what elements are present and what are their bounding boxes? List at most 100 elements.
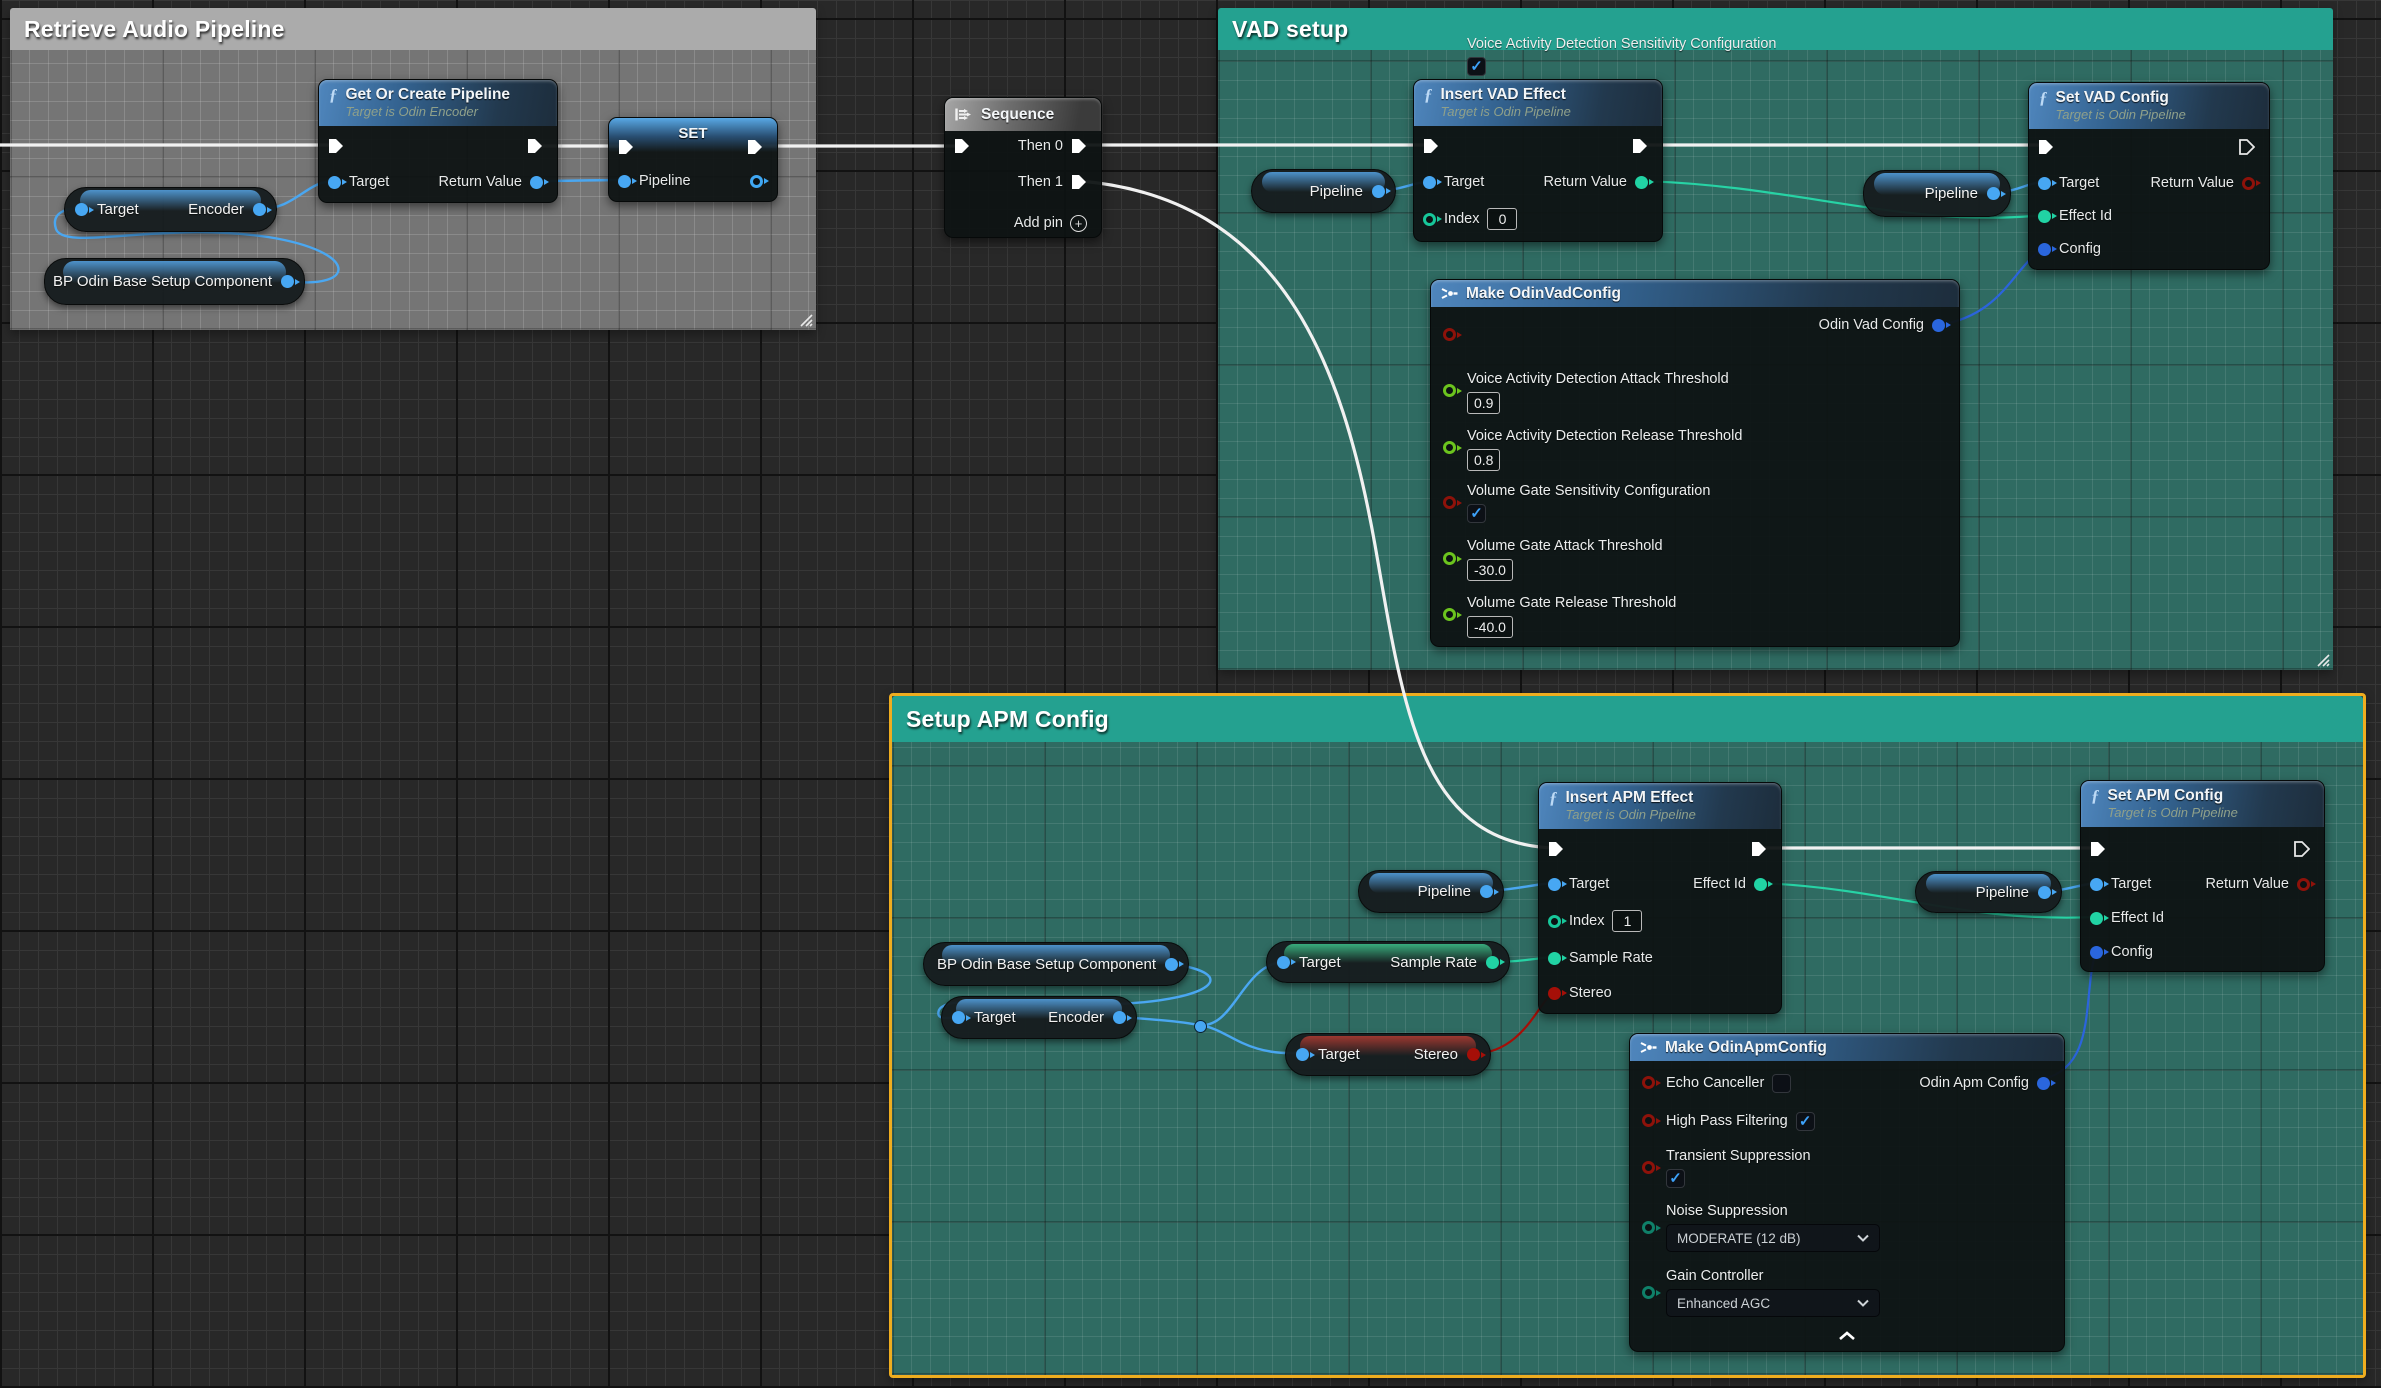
pipeline-in-pin[interactable]: [618, 174, 637, 188]
pill-target-encoder-retrieve[interactable]: Target Encoder: [64, 187, 277, 232]
target-pin[interactable]: [328, 175, 347, 189]
exec-in-pin[interactable]: [2038, 138, 2054, 156]
pill-target-encoder-apm[interactable]: Target Encoder: [941, 996, 1137, 1039]
node-set-apm-config[interactable]: ƒ Set APM Config Target is Odin Pipeline…: [2080, 780, 2325, 972]
pill-target-stereo[interactable]: Target Stereo: [1285, 1033, 1491, 1076]
exec-in-pin[interactable]: [2090, 840, 2106, 858]
wire-bp-target-retrieve[interactable]: [53, 206, 340, 284]
vad-sensitivity-pin[interactable]: [1443, 328, 1462, 341]
comment-header[interactable]: VAD setup: [1218, 8, 2333, 50]
effect-id-pin[interactable]: [2038, 209, 2057, 223]
node-set-pipeline[interactable]: SET Pipeline: [608, 117, 778, 202]
sample-rate-pin[interactable]: [1548, 951, 1567, 965]
add-pin-button[interactable]: +Add pin: [1014, 214, 1087, 232]
reroute-node[interactable]: [1194, 1020, 1207, 1033]
return-value-pin[interactable]: [2242, 176, 2261, 190]
volume-gate-sensitivity-checkbox[interactable]: [1467, 504, 1486, 523]
wire-effectid-setvad[interactable]: [1639, 179, 2046, 219]
pill-pipeline-apm[interactable]: Pipeline: [1358, 870, 1504, 913]
pipeline-out-pin[interactable]: [1480, 885, 1499, 898]
echo-canceller-pin[interactable]: [1642, 1076, 1661, 1089]
effect-id-out-pin[interactable]: [1754, 877, 1773, 891]
resize-grip-icon[interactable]: [2315, 652, 2330, 667]
odin-vad-config-out-pin[interactable]: [1932, 318, 1951, 332]
encoder-out-pin[interactable]: [253, 203, 272, 216]
transient-suppression-checkbox[interactable]: [1666, 1169, 1685, 1188]
target-pin[interactable]: [952, 1011, 971, 1024]
high-pass-checkbox[interactable]: [1795, 1111, 1815, 1131]
node-make-odinvadconfig[interactable]: Make OdinVadConfig Voice Activity Detect…: [1430, 36, 1960, 647]
volume-gate-sensitivity-pin[interactable]: [1443, 496, 1462, 509]
return-value-pin[interactable]: [1635, 175, 1654, 189]
comment-header[interactable]: Retrieve Audio Pipeline: [10, 8, 816, 50]
pill-pipeline-vad[interactable]: Pipeline: [1251, 169, 1396, 213]
exec-out-pin[interactable]: [527, 137, 543, 155]
effect-id-pin[interactable]: [2090, 911, 2109, 925]
node-insert-vad-effect[interactable]: ƒ Insert VAD Effect Target is Odin Pipel…: [1413, 79, 1663, 242]
pill-pipeline-set-vad[interactable]: Pipeline: [1863, 170, 2011, 217]
index-pin[interactable]: [1548, 914, 1567, 928]
vad-attack-input[interactable]: 0.9: [1467, 392, 1501, 414]
pipeline-out-pin[interactable]: [2038, 885, 2057, 899]
volume-gate-attack-input[interactable]: -30.0: [1467, 559, 1513, 581]
exec-in-pin[interactable]: [1423, 137, 1439, 155]
stereo-pin[interactable]: [1548, 986, 1567, 1000]
gain-controller-pin[interactable]: [1642, 1286, 1661, 1299]
comment-header[interactable]: Setup APM Config: [892, 696, 2363, 742]
return-value-pin[interactable]: [2297, 877, 2316, 891]
echo-canceller-checkbox[interactable]: [1772, 1073, 1792, 1093]
index-value-input[interactable]: 1: [1612, 910, 1643, 932]
resize-grip-icon[interactable]: [798, 312, 813, 327]
sample-rate-out-pin[interactable]: [1486, 955, 1505, 969]
node-make-odinapmconfig[interactable]: Make OdinApmConfig Echo Canceller Odin A…: [1629, 1033, 2065, 1352]
encoder-out-pin[interactable]: [1113, 1011, 1132, 1024]
odin-apm-config-out-pin[interactable]: [2037, 1076, 2056, 1090]
vad-attack-pin[interactable]: [1443, 384, 1462, 397]
component-out-pin[interactable]: [281, 275, 300, 288]
vad-sensitivity-checkbox[interactable]: [1467, 57, 1486, 76]
config-pin[interactable]: [2090, 945, 2109, 959]
target-pin[interactable]: [2090, 877, 2109, 891]
component-out-pin[interactable]: [1165, 957, 1184, 971]
vad-release-pin[interactable]: [1443, 441, 1462, 454]
wire-exec-then1-insertapm[interactable]: [1078, 179, 1556, 850]
index-value-input[interactable]: 0: [1487, 208, 1518, 230]
wire-reroute-stereo[interactable]: [1197, 1023, 1303, 1055]
target-pin[interactable]: [1548, 877, 1567, 891]
index-pin[interactable]: [1423, 212, 1442, 226]
pill-pipeline-set-apm[interactable]: Pipeline: [1915, 871, 2062, 913]
pill-target-sample-rate[interactable]: Target Sample Rate: [1266, 941, 1510, 983]
stereo-out-pin[interactable]: [1467, 1048, 1486, 1061]
high-pass-pin[interactable]: [1642, 1114, 1661, 1127]
node-sequence[interactable]: Sequence Then 0 Then 1 +Add pin: [944, 97, 1102, 238]
volume-gate-release-pin[interactable]: [1443, 608, 1462, 621]
exec-in-pin[interactable]: [618, 138, 634, 156]
pill-bp-odin-base-setup-apm[interactable]: BP Odin Base Setup Component: [923, 942, 1189, 986]
then0-exec-pin[interactable]: [1071, 137, 1087, 155]
node-get-or-create-pipeline[interactable]: ƒ Get Or Create Pipeline Target is Odin …: [318, 79, 558, 203]
exec-out-pin[interactable]: [1632, 137, 1648, 155]
collapse-chevron-icon[interactable]: [1838, 1331, 1856, 1341]
config-pin[interactable]: [2038, 242, 2057, 256]
exec-out-pin[interactable]: [2239, 138, 2255, 156]
target-pin[interactable]: [1423, 175, 1442, 189]
exec-in-pin[interactable]: [954, 137, 970, 155]
exec-out-pin[interactable]: [747, 138, 763, 156]
pipeline-out-pin[interactable]: [1372, 184, 1391, 198]
target-pin[interactable]: [1296, 1048, 1315, 1061]
target-pin[interactable]: [2038, 176, 2057, 190]
return-value-pin[interactable]: [530, 175, 549, 189]
exec-out-pin[interactable]: [2294, 840, 2310, 858]
exec-in-pin[interactable]: [1548, 840, 1564, 858]
noise-suppression-pin[interactable]: [1642, 1221, 1661, 1234]
noise-suppression-dropdown[interactable]: MODERATE (12 dB): [1666, 1224, 1880, 1252]
exec-out-pin[interactable]: [1751, 840, 1767, 858]
node-set-vad-config[interactable]: ƒ Set VAD Config Target is Odin Pipeline…: [2028, 82, 2270, 270]
gain-controller-dropdown[interactable]: Enhanced AGC: [1666, 1289, 1880, 1317]
pill-bp-odin-base-setup-retrieve[interactable]: BP Odin Base Setup Component: [44, 258, 305, 305]
pipeline-out-pin[interactable]: [750, 174, 769, 188]
transient-suppression-pin[interactable]: [1642, 1161, 1661, 1174]
then1-exec-pin[interactable]: [1071, 173, 1087, 191]
pipeline-out-pin[interactable]: [1987, 187, 2006, 200]
